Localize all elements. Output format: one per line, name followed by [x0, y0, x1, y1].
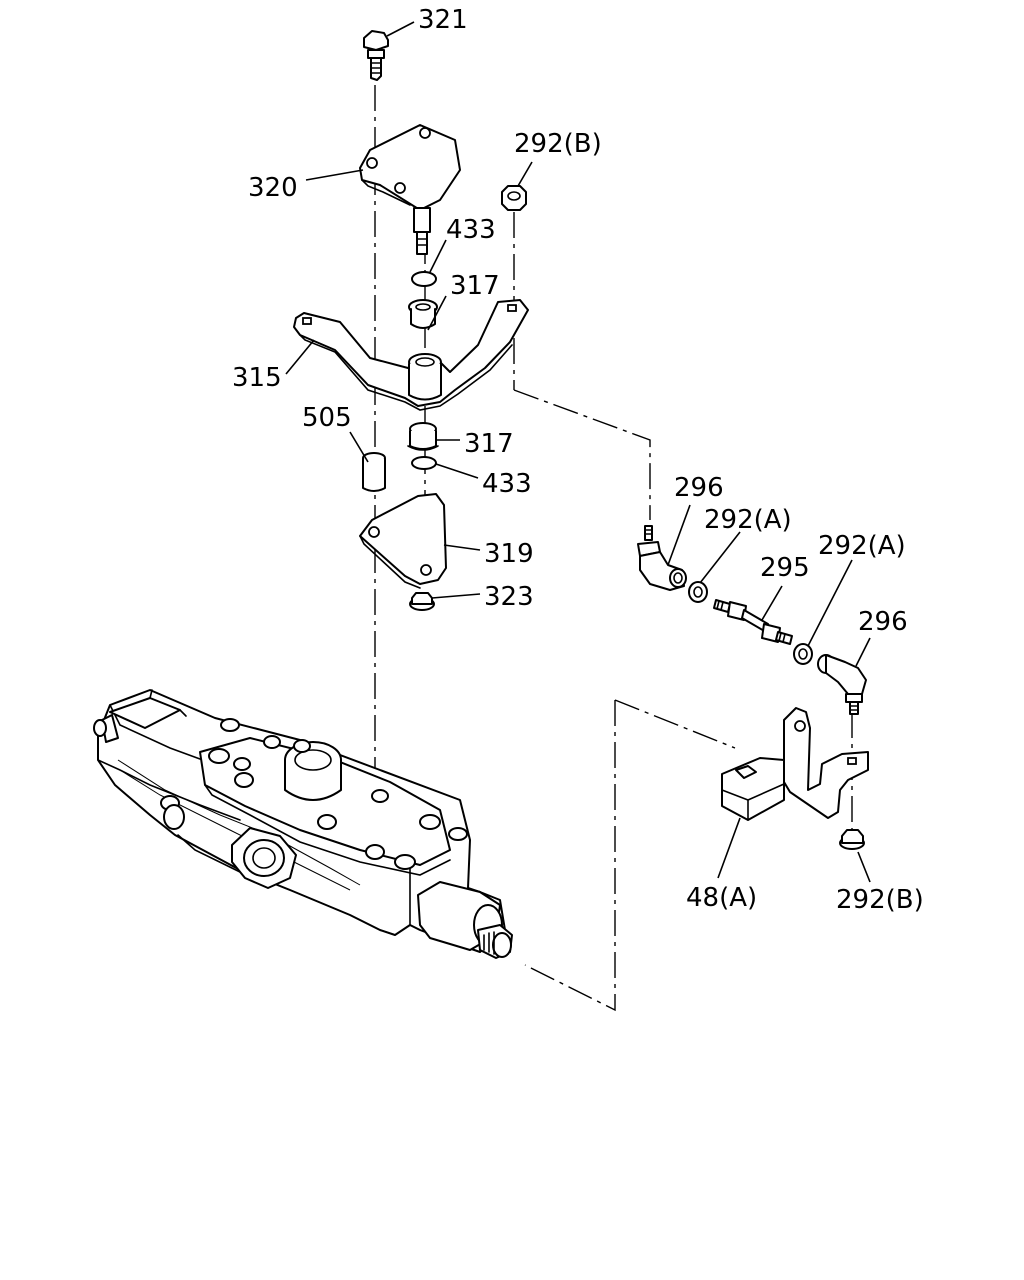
- nut-292a-1: [688, 581, 708, 603]
- adjuster-rod-295: [713, 599, 793, 645]
- callout-292a-2: 292(A): [818, 531, 906, 561]
- callout-292b-top: 292(B): [514, 129, 602, 159]
- callout-292b-bottom: 292(B): [836, 885, 924, 915]
- callout-433-upper: 433: [446, 215, 496, 245]
- callout-320: 320: [248, 173, 298, 203]
- flange-nut-323: [409, 592, 435, 611]
- callout-295: 295: [760, 553, 810, 583]
- callout-296-left: 296: [674, 473, 724, 503]
- bushing-317-upper: [408, 299, 438, 329]
- callout-labels: 321 320 433 317 315 292(B) 505 317 433 3…: [232, 5, 924, 915]
- bushing-317-lower: [407, 422, 439, 451]
- callout-319: 319: [484, 539, 534, 569]
- lever-315: [293, 299, 529, 411]
- nut-292b-bottom: [839, 829, 865, 850]
- callout-292a-1: 292(A): [704, 505, 792, 535]
- callout-505: 505: [302, 403, 352, 433]
- callout-433-lower: 433: [482, 469, 532, 499]
- callout-317-lower: 317: [464, 429, 514, 459]
- rod-end-296-right: [817, 654, 867, 715]
- spacer-505: [362, 452, 386, 492]
- upper-bracket-320: [359, 124, 461, 255]
- o-ring-433-lower: [411, 456, 437, 470]
- callout-315: 315: [232, 363, 282, 393]
- o-ring-433-upper: [411, 271, 437, 287]
- leader-lines: [285, 21, 871, 883]
- steering-gear-box: [93, 689, 513, 959]
- callout-317-upper: 317: [450, 271, 500, 301]
- callout-296-right: 296: [858, 607, 908, 637]
- callout-323: 323: [484, 582, 534, 612]
- nut-292b-top: [501, 185, 527, 211]
- nut-292a-2: [793, 643, 813, 665]
- rod-end-296-left: [637, 525, 687, 591]
- callout-321: 321: [418, 5, 468, 35]
- bolt-321: [363, 30, 389, 81]
- lower-plate-319: [359, 493, 447, 589]
- bracket-48a: [721, 707, 869, 821]
- callout-48a: 48(A): [686, 883, 757, 913]
